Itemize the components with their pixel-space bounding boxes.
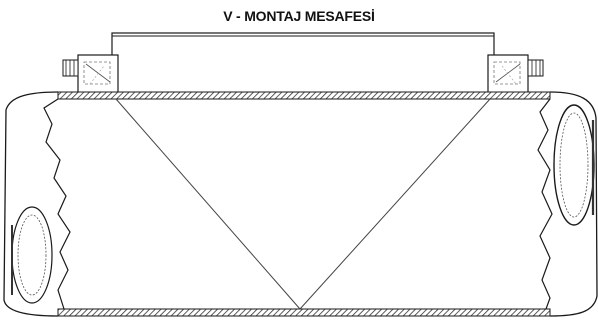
right-clamp-bolt — [527, 59, 544, 77]
mounting-rail — [111, 32, 495, 95]
pipe-body — [3, 91, 598, 317]
v-sound-path — [115, 98, 491, 310]
diagram-title: V - MONTAJ MESAFESİ — [223, 8, 375, 24]
left-clamp-bolt — [62, 59, 79, 77]
right-transducer — [487, 54, 529, 94]
left-transducer — [77, 54, 119, 94]
